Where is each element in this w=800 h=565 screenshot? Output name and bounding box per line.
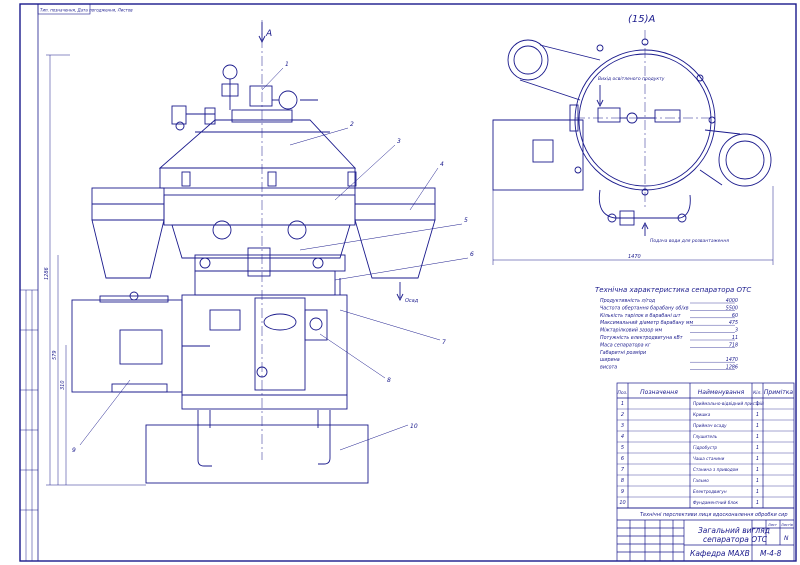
spec-value: 1286 xyxy=(726,365,738,371)
spec-value: 1470 xyxy=(726,357,738,363)
table-row-name: Глушитель xyxy=(693,434,718,439)
view-label-section: (15)A xyxy=(628,14,656,25)
table-row-pos: 8 xyxy=(621,478,624,484)
dim-1286: 1286 xyxy=(44,267,50,280)
spec-label: Кількість тарілок в барабані шт xyxy=(600,313,681,319)
callout-5: 5 xyxy=(464,217,468,224)
label-outlet: Вихід освітленого продукту xyxy=(598,76,665,82)
left-stamp-columns xyxy=(20,289,38,561)
spec-value: 60 xyxy=(732,313,738,319)
dim-310: 310 xyxy=(60,380,66,390)
table-row-name: Гідробустр xyxy=(693,445,717,450)
table-row-name: Електродвигун xyxy=(693,489,727,494)
table-row-pos: 3 xyxy=(621,423,624,429)
spec-value: 475 xyxy=(729,320,738,326)
table-row-name: Гальмо xyxy=(693,478,709,483)
callout-6: 6 xyxy=(470,251,474,258)
callout-7: 7 xyxy=(442,339,446,346)
spec-label: Маса сепаратора кг xyxy=(600,342,651,348)
separator-front-view xyxy=(46,20,469,486)
table-row-name: Чаша станини xyxy=(693,456,725,461)
view-label-a: A xyxy=(265,29,272,39)
callout-10: 10 xyxy=(410,423,418,430)
parts-table-header: Поз. Позначення Найменування Кіл.Примітка xyxy=(618,389,794,396)
spec-value: 5500 xyxy=(726,305,738,311)
parts-header-cell: Кіл. xyxy=(753,390,762,396)
title-block-note: Технічні перспективи лиця вдосконалення … xyxy=(640,512,788,518)
spec-value: 3 xyxy=(735,328,738,334)
stamp-top-left-text: Тип. позначення, Дата погодження, Листов xyxy=(40,8,133,13)
separator-top-view xyxy=(492,30,774,265)
table-row-qty: 1 xyxy=(756,489,759,495)
spec-value: 11 xyxy=(732,335,738,341)
table-row-name: Станина з приводом xyxy=(693,467,738,472)
title-line-2: сепаратора ОТС xyxy=(703,535,768,544)
table-row-pos: 4 xyxy=(621,434,624,440)
table-row-pos: 1 xyxy=(621,401,624,407)
callout-1: 1 xyxy=(285,61,289,68)
spec-label: висота xyxy=(600,366,617,371)
label-water: Подача води для розвантаження xyxy=(650,238,729,244)
spec-value: 718 xyxy=(729,342,738,348)
table-row-name: Приймально-відвідний пристрій xyxy=(693,401,764,406)
parts-header-cell: Найменування xyxy=(698,389,745,396)
parts-header-cell: Позначення xyxy=(640,389,678,396)
callout-4: 4 xyxy=(440,161,444,168)
title-line-1: Загальний вигляд xyxy=(698,526,770,535)
table-row-qty: 1 xyxy=(756,434,759,440)
table-row-qty: 1 xyxy=(756,412,759,418)
table-row-qty: 1 xyxy=(756,500,759,506)
dim-579: 579 xyxy=(52,350,58,360)
spec-label: Частота обертання барабану об/хв xyxy=(600,305,689,311)
table-row-name: Приймач осаду xyxy=(693,423,727,428)
table-row-qty: 1 xyxy=(756,401,759,407)
spec-label: ширина xyxy=(600,358,620,363)
table-row-name: Фундаментний блок xyxy=(693,500,739,505)
drawing-code: М-4-8 xyxy=(760,549,782,558)
label-sediment: Осад xyxy=(405,298,419,304)
table-row-qty: 1 xyxy=(756,445,759,451)
title-block-grid xyxy=(616,507,795,562)
callout-2: 2 xyxy=(350,121,354,128)
table-row-pos: 5 xyxy=(621,445,624,451)
table-row-pos: 9 xyxy=(621,489,624,495)
table-row-name: Кришка xyxy=(693,412,711,417)
table-row-qty: 1 xyxy=(756,456,759,462)
callout-3: 3 xyxy=(397,138,401,145)
dim-1470: 1470 xyxy=(628,254,641,260)
table-row-qty: 1 xyxy=(756,478,759,484)
table-row-pos: 10 xyxy=(619,500,625,506)
parts-header-cell: Поз. xyxy=(618,390,628,396)
table-row-pos: 6 xyxy=(621,456,624,462)
spec-label: Міжтарілковий зазор мм xyxy=(600,328,663,334)
spec-label: Потужність електродвигуна кВт xyxy=(600,335,683,341)
table-row-pos: 2 xyxy=(621,412,624,418)
sheet-frame xyxy=(19,3,797,562)
spec-label: Продуктивність л/год xyxy=(600,298,656,304)
table-row-pos: 7 xyxy=(621,467,625,473)
spec-label: Максимальний діаметр барабану мм xyxy=(600,320,693,326)
callout-9: 9 xyxy=(72,447,76,454)
spec-label: Габаритні розміри xyxy=(600,350,646,356)
sheets-label: Листів xyxy=(780,523,793,527)
spec-value: 4000 xyxy=(726,298,738,304)
callouts: 1 2 3 4 5 6 7 8 9 10 xyxy=(72,61,474,454)
table-row-qty: 1 xyxy=(756,423,759,429)
department: Кафедра МАХВ xyxy=(690,549,750,558)
sheet-label: Лист xyxy=(767,523,778,527)
letter: N xyxy=(784,535,789,542)
parts-header-cell: Примітка xyxy=(764,389,794,396)
table-row-qty: 1 xyxy=(756,467,759,473)
stamp-top-left xyxy=(37,3,91,15)
spec-title: Технічна характеристика сепаратора ОТС xyxy=(595,286,751,294)
callout-8: 8 xyxy=(387,377,391,384)
